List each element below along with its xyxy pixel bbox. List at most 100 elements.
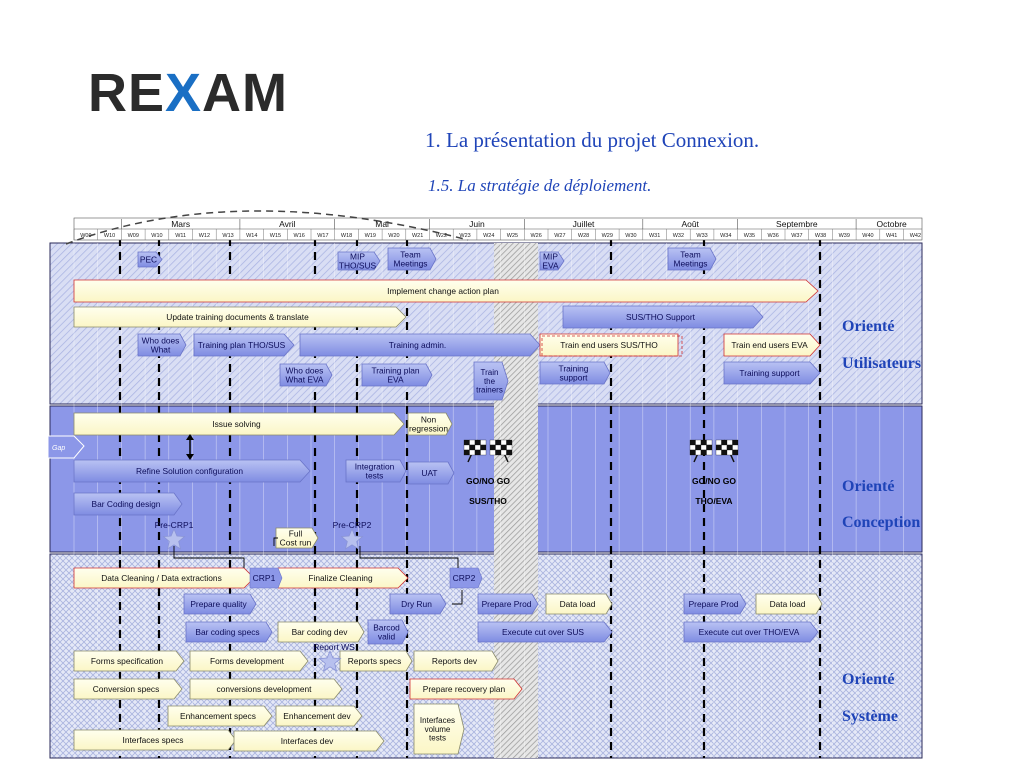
task-bar [545,593,613,615]
task-label: Train end users SUS/THO [560,340,658,350]
week-label: W37 [791,233,802,239]
week-label: W31 [649,233,660,239]
week-label: W19 [365,233,376,239]
task-label: Meetings [394,259,428,269]
task-label: MIP [350,251,365,261]
task-label: tests [429,734,446,743]
week-label: W28 [578,233,589,239]
rexam-logo: REXAM [88,66,288,120]
task-bar [723,333,821,357]
week-label: W14 [246,233,257,239]
task-label: Interfaces specs [123,735,184,745]
week-label: W11 [175,233,186,239]
task-bar [277,621,365,643]
checkered-flag-icon [689,439,739,463]
task-bar [73,279,819,303]
crp-connector [173,546,245,568]
task-label: tests [366,471,384,481]
task-label: UAT [421,468,437,478]
task-label: volume [425,725,451,734]
task-bar [539,333,679,357]
task-bar [275,705,363,727]
task-bar [345,459,407,483]
task-label: Meetings [674,259,708,269]
task-bar [185,621,273,643]
week-label: W35 [744,233,755,239]
task-label: Issue solving [212,419,261,429]
milestone-label: Pre-CRP1 [155,520,194,530]
task-bar [473,361,509,401]
task-bar [389,593,447,615]
task-bar [189,650,309,672]
task-bar [137,333,187,357]
milestone-label: CRP1 [253,573,276,583]
task-bar [275,527,319,549]
task-label: Refine Solution configuration [136,466,243,476]
task-label: Finalize Cleaning [308,573,373,583]
task-label: Barcod [373,622,400,632]
task-bar [137,251,163,268]
week-label: W30 [625,233,636,239]
task-label: support [560,373,589,383]
label-conception: Conception [842,514,921,531]
week-label: W41 [886,233,897,239]
task-bar [299,333,541,357]
task-label: Training admin. [389,340,446,350]
week-label: W36 [767,233,778,239]
task-bar [193,333,295,357]
month-label: Octobre [877,219,908,229]
gap-tag [48,435,85,459]
week-label: W29 [602,233,613,239]
task-label: What [151,345,171,355]
task-bar [183,593,257,615]
week-label: W09 [128,233,139,239]
task-bar [407,412,453,436]
task-label: Full [289,528,303,538]
month-label: Septembre [776,219,818,229]
page-subtitle: 1.5. La stratégie de déploiement. [428,176,652,195]
task-bar [73,567,255,589]
task-label: Execute cut over THO/EVA [699,627,800,637]
task-label: Enhancement dev [283,711,351,721]
page-title: 1. La présentation du projet Connexion. [425,128,760,152]
task-bar [73,650,185,672]
task-label: MIP [543,251,558,261]
week-label: W39 [839,233,850,239]
task-label: Data load [770,599,806,609]
task-label: What EVA [285,375,323,385]
month-label: Mai [375,219,389,229]
week-label: W21 [412,233,423,239]
week-label: W25 [507,233,518,239]
task-label: Training plan THO/SUS [198,340,286,350]
logo-text-x: X [165,63,203,123]
month-label: Mars [171,219,190,229]
label-utilisateurs: Utilisateurs [842,355,922,372]
week-label: W13 [222,233,233,239]
task-label: Training support [739,368,800,378]
task-label: SUS/THO Support [626,312,696,322]
task-bar [477,593,539,615]
task-label: Team [400,249,421,259]
task-label: Train [481,368,499,377]
task-bar [73,459,311,483]
task-label: the [484,377,496,386]
task-bar [167,705,273,727]
week-label: W26 [530,233,541,239]
task-label: Non [421,414,437,424]
task-label: Integration [355,461,395,471]
label-oriente-system: Orienté [842,671,895,688]
month-label: Avril [279,219,295,229]
week-label: W22 [436,233,447,239]
task-label: Train end users EVA [731,340,808,350]
task-bar [73,412,405,436]
week-label: W32 [673,233,684,239]
gonogo-sub-label: SUS/THO [469,496,507,506]
month-label: Juin [469,219,485,229]
task-label: THO/SUS [339,261,377,271]
task-bar [755,593,823,615]
task-bar [73,492,183,516]
task-bar [233,730,385,752]
milestone-tag [449,567,483,589]
